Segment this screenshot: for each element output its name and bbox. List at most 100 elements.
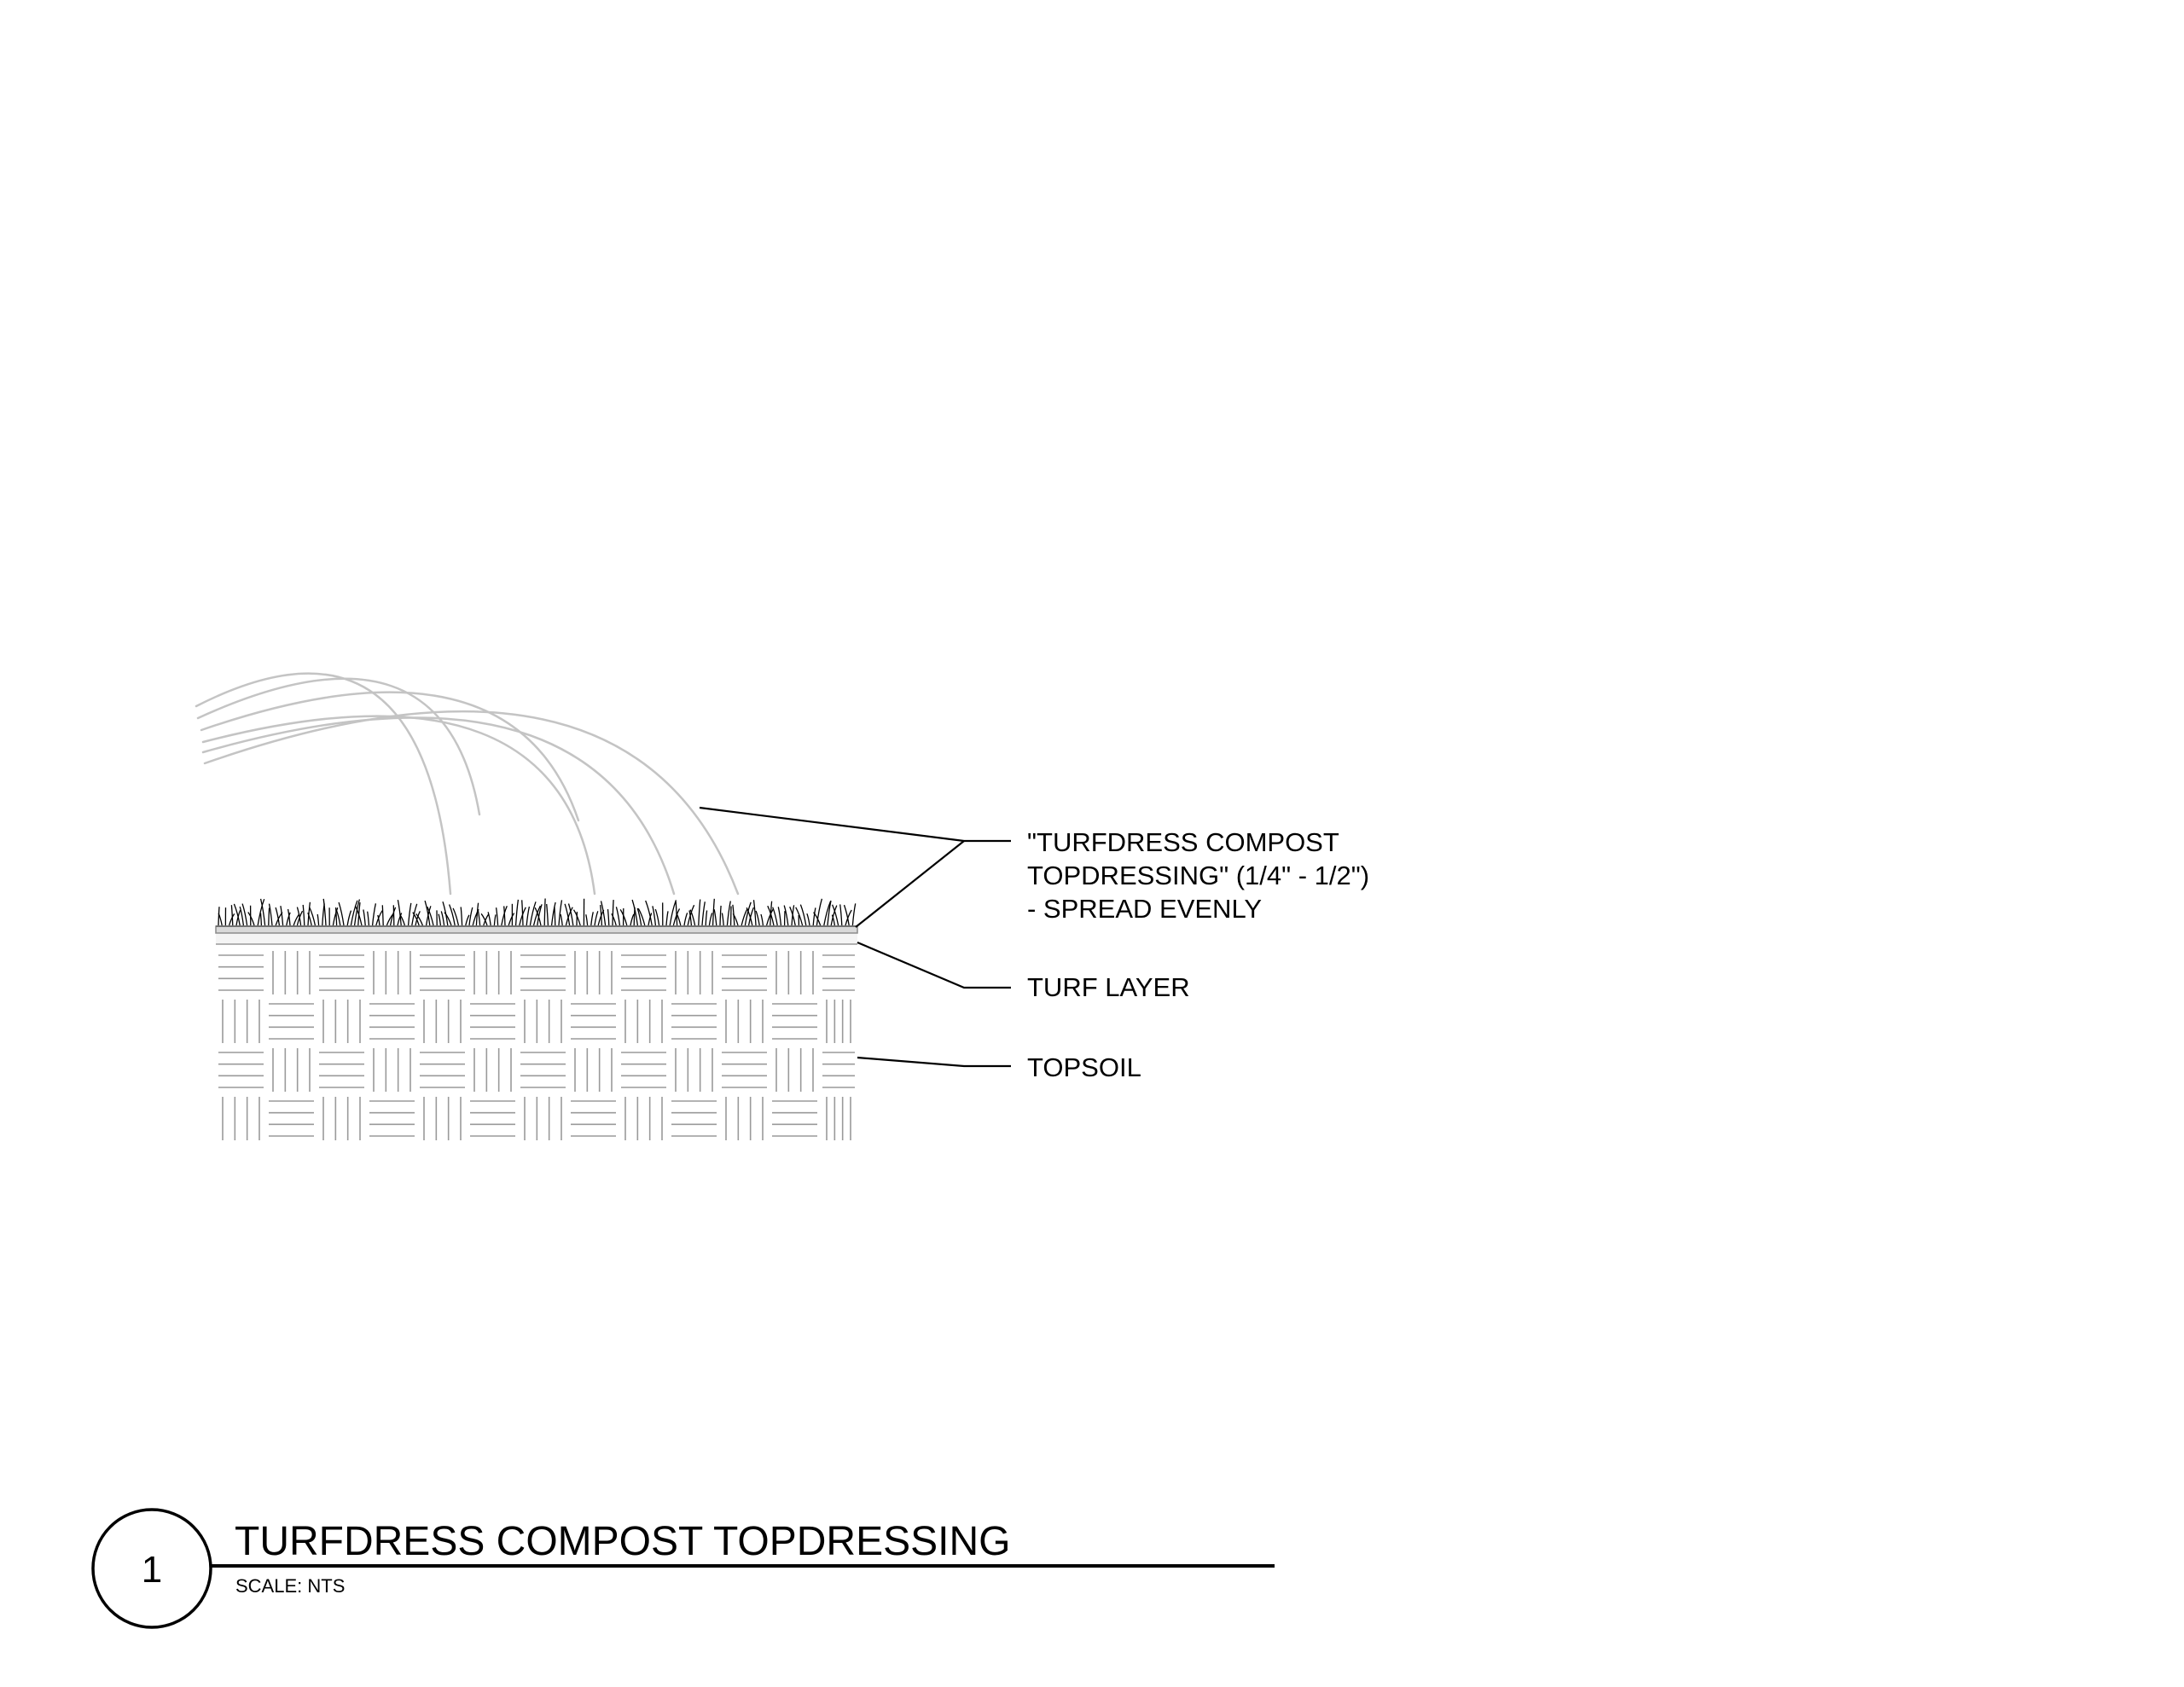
grass-blade — [350, 900, 358, 926]
grass-blade — [526, 906, 531, 926]
grass-blade — [346, 910, 352, 926]
grass-blade — [795, 907, 804, 926]
grass-blade — [302, 904, 305, 926]
grass-blade — [334, 907, 338, 926]
turf-layer-callout: TURF LAYER — [1027, 972, 1190, 1002]
grass-blade — [712, 898, 715, 926]
detail-title: TURFDRESS COMPOST TOPDRESSING — [235, 1519, 1010, 1564]
grass-blade — [317, 913, 320, 926]
grass-blade — [218, 913, 223, 926]
grass-blade — [503, 906, 506, 926]
grass-blade — [415, 911, 421, 926]
grass-blade — [286, 912, 291, 926]
scale-label: SCALE: NTS — [235, 1575, 345, 1597]
grass-blade — [831, 914, 836, 926]
grass-blade — [698, 899, 701, 926]
topsoil-callout: TOPSOIL — [1027, 1052, 1141, 1082]
grass-blade — [567, 903, 574, 926]
grass-blade — [268, 903, 273, 926]
grass-blade — [309, 907, 317, 926]
grass-blade — [760, 913, 764, 926]
grass-blade — [600, 901, 607, 926]
grass-blades — [218, 898, 857, 926]
grass-blade — [338, 901, 345, 926]
grass-blade — [752, 900, 757, 926]
grass-blade — [480, 913, 488, 926]
grass-blade — [665, 911, 669, 926]
grass-blade — [514, 899, 520, 926]
grass-blade — [259, 898, 266, 926]
grass-blade — [440, 911, 445, 926]
grass-blade — [607, 909, 610, 926]
grass-blade — [550, 901, 556, 926]
grass-blade — [636, 907, 642, 926]
grass-blade — [687, 904, 695, 926]
grass-blade — [832, 904, 839, 926]
grass-blade — [257, 898, 265, 926]
grass-blade — [765, 908, 774, 926]
compost-leader-line — [699, 806, 1011, 843]
grass-blade — [827, 900, 832, 926]
grass-blade — [839, 904, 843, 926]
compost-callout-line1: "TURFDRESS COMPOST — [1027, 827, 1339, 857]
detail-number: 1 — [142, 1549, 162, 1591]
grass-blade — [442, 901, 449, 926]
grass-blade — [732, 913, 739, 926]
grass-blade — [777, 907, 782, 926]
topsoil-hatch-pattern — [218, 951, 855, 1140]
grass-blade — [472, 908, 479, 926]
grass-blade — [452, 907, 460, 926]
grass-blade — [746, 907, 753, 926]
grass-blade — [600, 904, 603, 926]
grass-blade — [521, 900, 524, 926]
grass-blade — [654, 908, 660, 926]
grass-blade — [741, 908, 748, 926]
grass-blade — [241, 903, 248, 926]
grass-blade — [558, 900, 563, 926]
spray-arc — [201, 715, 596, 896]
grass-blade — [594, 911, 599, 926]
grass-blade — [332, 907, 339, 926]
grass-blade — [689, 909, 696, 926]
grass-blade — [353, 899, 361, 926]
spray-arc — [196, 677, 481, 816]
compost-spray-arcs — [195, 672, 740, 896]
grass-blade — [845, 909, 852, 926]
compost-callout-line2: TOPDRESSING" (1/4" - 1/2") — [1027, 861, 1369, 890]
grass-blade — [770, 901, 773, 926]
grass-blade — [487, 912, 491, 926]
grass-blade — [783, 905, 789, 926]
grass-blade — [495, 907, 499, 926]
grass-blade — [377, 914, 380, 926]
grass-blade — [475, 902, 479, 926]
grass-blade — [812, 907, 816, 926]
turf-leader-line — [857, 941, 1011, 989]
grass-blade — [645, 900, 653, 926]
grass-blade — [468, 907, 473, 926]
grass-blade — [564, 903, 571, 926]
grass-blade — [799, 904, 807, 926]
grass-blade — [532, 905, 541, 926]
grass-blade — [477, 910, 481, 926]
grass-blade — [630, 913, 635, 926]
leader-lines — [699, 806, 1011, 1068]
grass-blade — [275, 907, 281, 926]
grass-blade — [280, 905, 284, 926]
grass-blade — [397, 899, 402, 926]
grass-blade — [543, 898, 546, 926]
grass-blade — [701, 901, 706, 926]
grass-blade — [335, 910, 341, 926]
grass-blade — [713, 909, 717, 926]
grass-blade — [631, 899, 639, 926]
grass-blade — [719, 905, 722, 926]
grass-blade — [560, 913, 563, 926]
grass-blade — [676, 913, 682, 926]
grass-blade — [239, 906, 245, 926]
grass-blade — [233, 903, 241, 926]
grass-blade — [392, 905, 395, 926]
grass-blade — [228, 913, 235, 926]
grass-blade — [448, 904, 456, 926]
grass-blade — [508, 913, 515, 926]
grass-blade — [307, 901, 311, 926]
